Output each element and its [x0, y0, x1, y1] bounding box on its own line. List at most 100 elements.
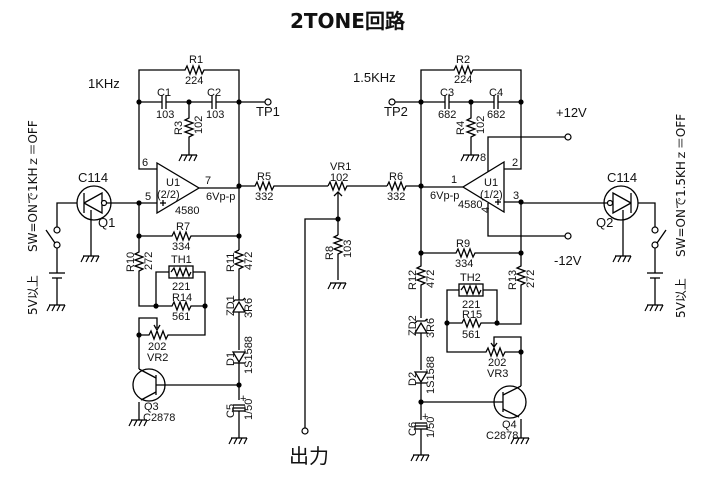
switch-sw2[interactable]	[651, 226, 667, 249]
tp2-label: TP2	[384, 104, 408, 119]
transistor-q4: Q4 C2878	[421, 352, 530, 445]
svg-text:R10: R10	[125, 252, 137, 272]
switch-note-right: SW=ONで1.5KHｚ＝OFF	[674, 114, 688, 257]
switch-sw1[interactable]	[45, 226, 61, 249]
svg-text:272: 272	[143, 252, 155, 270]
svg-text:272: 272	[525, 270, 537, 288]
freq-label-1-5khz: 1.5KHz	[353, 70, 396, 85]
capacitor-c6: + C6 1/50	[407, 411, 437, 462]
svg-text:8: 8	[480, 152, 486, 164]
resistor-r15: R15 561	[444, 309, 500, 341]
svg-text:R14: R14	[172, 292, 192, 304]
resistor-r9: R9 334	[418, 202, 524, 270]
svg-text:221: 221	[172, 281, 190, 293]
svg-text:1S1588: 1S1588	[243, 336, 255, 374]
svg-text:103: 103	[206, 109, 224, 121]
svg-text:R8: R8	[324, 246, 336, 260]
output-terminal[interactable]	[301, 427, 309, 435]
svg-text:R9: R9	[456, 238, 470, 250]
svg-text:ZD1: ZD1	[225, 295, 237, 316]
zener-zd1: ZD1 3R6	[225, 295, 255, 350]
svg-text:VR1: VR1	[330, 161, 351, 173]
svg-text:C2878: C2878	[143, 412, 175, 424]
svg-text:4: 4	[480, 207, 492, 213]
svg-text:D2: D2	[407, 372, 419, 386]
svg-text:TH1: TH1	[171, 254, 192, 266]
svg-text:2: 2	[512, 157, 518, 169]
test-point-tp1[interactable]	[264, 98, 272, 106]
thermistor-th1: TH1 221	[155, 254, 206, 306]
capacitors-c3-c4: C3 682 C4 682	[395, 87, 524, 121]
transistor-q1: C114 Q1	[56, 170, 142, 263]
svg-text:5: 5	[145, 191, 151, 203]
svg-text:C2: C2	[207, 87, 221, 99]
svg-text:R4: R4	[455, 121, 467, 135]
svg-text:102: 102	[193, 116, 205, 134]
svg-text:202: 202	[488, 357, 506, 369]
resistor-r11: R11 472	[225, 249, 255, 300]
resistor-r5: R5 332	[239, 171, 328, 203]
svg-text:202: 202	[148, 341, 166, 353]
svg-text:334: 334	[172, 241, 190, 253]
svg-text:ZD2: ZD2	[407, 315, 419, 336]
vcc-terminal[interactable]	[564, 133, 572, 141]
opamp-u1-2of2: 6 5 7 U1 (2/2) 4580 6Vp-p	[138, 102, 239, 217]
diode-d1: D1 1S1588	[225, 336, 255, 400]
svg-text:R12: R12	[407, 270, 419, 290]
resistor-r12: R12 472	[407, 253, 437, 318]
resistor-r10: R10 272	[125, 236, 155, 307]
vee-label: -12V	[554, 253, 582, 268]
switch-note-left: SW=ONで1KHｚ＝OFF	[26, 120, 40, 252]
resistor-r3: R3 102	[173, 102, 205, 162]
svg-text:472: 472	[425, 270, 437, 288]
svg-text:3R6: 3R6	[425, 318, 437, 338]
svg-text:C4: C4	[489, 87, 503, 99]
transistor-q3: Q3 C2878	[128, 335, 239, 427]
svg-text:R2: R2	[456, 54, 470, 66]
thermistor-th2: TH2 221	[446, 272, 498, 323]
svg-text:U1: U1	[166, 177, 180, 189]
svg-text:102: 102	[475, 116, 487, 134]
svg-text:1S1588: 1S1588	[425, 356, 437, 394]
svg-text:6: 6	[142, 157, 148, 169]
svg-text:Q4: Q4	[502, 419, 517, 431]
svg-text:C2878: C2878	[486, 430, 518, 442]
svg-text:R3: R3	[173, 121, 185, 135]
tp1-label: TP1	[256, 104, 280, 119]
resistor-r13: R13 272	[497, 253, 537, 325]
svg-text:R11: R11	[225, 253, 237, 272]
svg-text:VR2: VR2	[147, 352, 168, 364]
svg-text:R13: R13	[507, 270, 519, 290]
svg-text:103: 103	[342, 240, 354, 258]
svg-text:Q1: Q1	[98, 215, 115, 230]
transistor-q2: C114 Q2	[521, 170, 656, 263]
output-wire	[304, 218, 338, 428]
vee-terminal[interactable]	[564, 232, 572, 240]
potentiometer-vr1[interactable]: VR1 102	[327, 161, 387, 235]
svg-text:R5: R5	[257, 171, 271, 183]
svg-text:+: +	[422, 411, 428, 423]
svg-text:U1: U1	[484, 177, 498, 189]
potentiometer-vr2: 202 VR2	[136, 317, 170, 364]
svg-text:1: 1	[451, 174, 457, 186]
battery-right	[644, 248, 664, 312]
svg-text:R6: R6	[389, 171, 403, 183]
diode-d2: D2 1S1588	[407, 356, 437, 420]
resistor-r8: R8 103	[324, 234, 354, 290]
svg-text:1/50: 1/50	[425, 417, 437, 438]
supply-note-right: 5V以上	[674, 278, 688, 318]
svg-text:(1/2): (1/2)	[480, 189, 503, 201]
svg-text:D1: D1	[225, 352, 237, 366]
resistor-r4: R4 102 8	[455, 102, 487, 164]
svg-text:102: 102	[330, 172, 348, 184]
resistor-r14: R14 561	[153, 292, 208, 336]
svg-text:R15: R15	[462, 309, 482, 321]
svg-text:C6: C6	[407, 422, 419, 436]
svg-text:561: 561	[172, 311, 190, 323]
svg-text:C5: C5	[225, 404, 237, 418]
test-point-tp2[interactable]	[388, 98, 396, 106]
diagram-title: 2TONE回路	[290, 9, 406, 33]
svg-text:7: 7	[205, 175, 211, 187]
svg-text:TH2: TH2	[460, 272, 481, 284]
svg-text:334: 334	[455, 258, 473, 270]
